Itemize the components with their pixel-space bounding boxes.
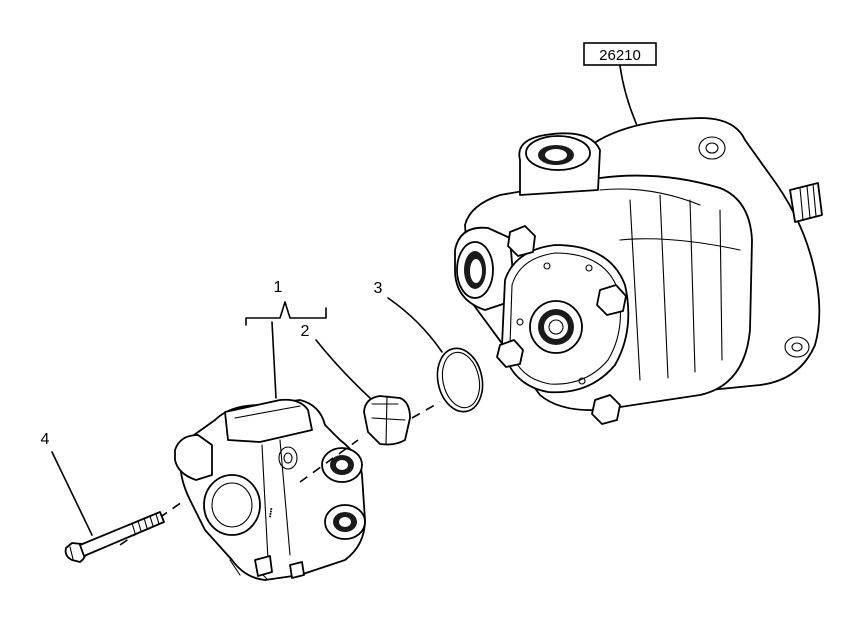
callout-2-label: 2 xyxy=(301,323,310,340)
callout-1-label: 1 xyxy=(274,279,283,296)
callout-3-label: 3 xyxy=(374,280,383,297)
o-ring xyxy=(436,347,484,413)
cover-bolts xyxy=(496,225,627,425)
main-pump-assembly xyxy=(454,117,823,425)
bolt xyxy=(64,511,165,563)
callout-4: 4 xyxy=(41,431,93,536)
reference-number: 26210 xyxy=(599,47,641,64)
small-pump-housing: ▪▪▪▪ xyxy=(174,398,366,581)
callout-3: 3 xyxy=(374,280,443,353)
reference-number-box: 26210 xyxy=(583,42,657,133)
callout-2: 2 xyxy=(301,323,371,399)
callout-1: 1 xyxy=(245,279,327,399)
callout-4-label: 4 xyxy=(41,431,50,448)
housing-casting-mark: ▪▪▪▪ xyxy=(267,507,276,519)
